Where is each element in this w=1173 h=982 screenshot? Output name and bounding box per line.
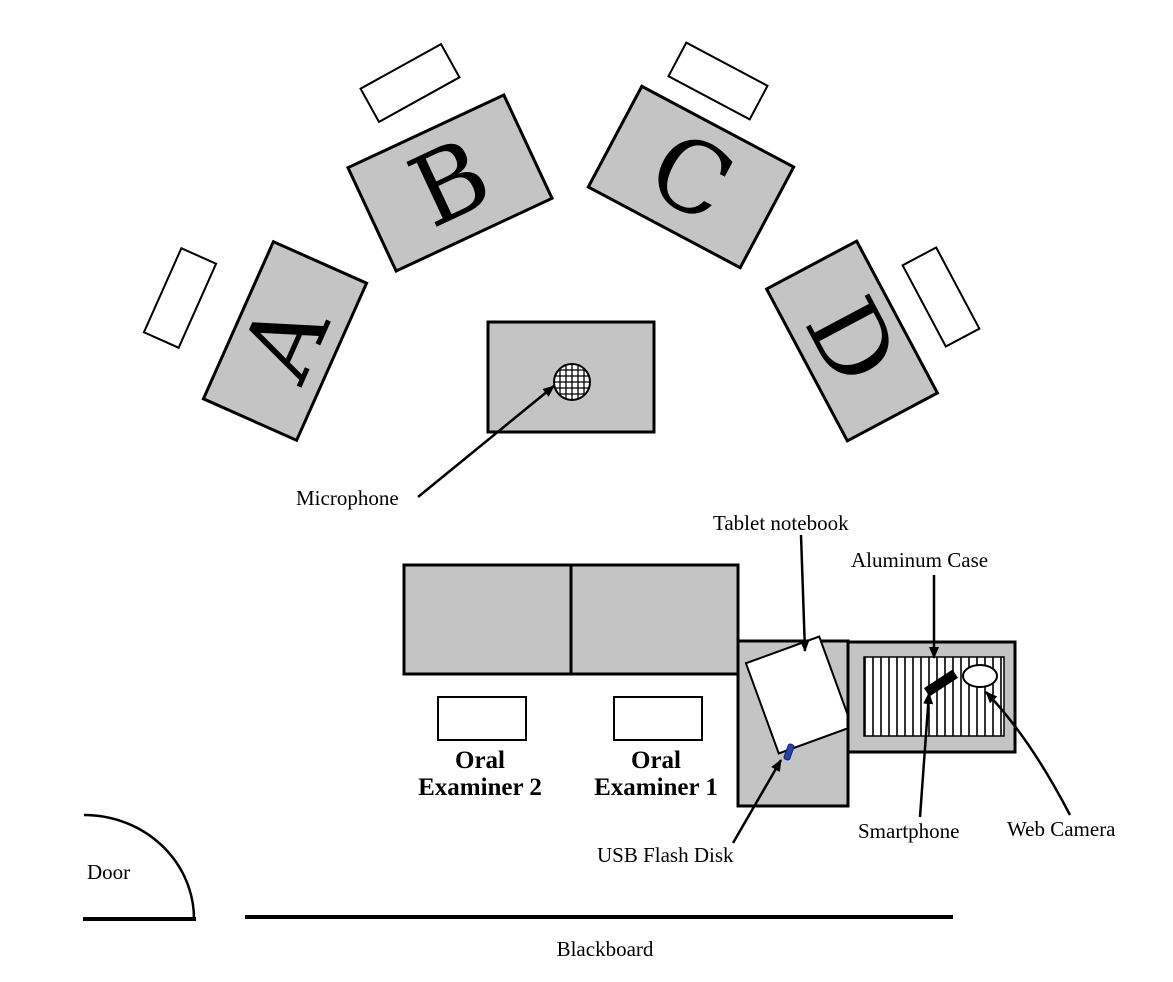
tablet-notebook-icon [744, 635, 854, 755]
microphone-arrow [417, 385, 555, 498]
smartphone-icon [924, 669, 958, 697]
web-camera-icon [962, 664, 998, 688]
student-desk-c: C [586, 84, 796, 270]
tablet-notebook-label: Tablet notebook [713, 511, 849, 535]
aluminum-case-label: Aluminum Case [851, 548, 988, 572]
examiner-1-label-line1: Oral [631, 747, 681, 774]
chair-c [667, 41, 769, 121]
microphone-label: Microphone [296, 486, 399, 510]
door-label: Door [87, 860, 130, 884]
examiner-1-chair [613, 696, 703, 741]
examiner-1-label-line2: Examiner 1 [594, 774, 718, 801]
examiner-2-chair [437, 696, 527, 741]
blackboard-label: Blackboard [557, 937, 654, 961]
chair-a [142, 246, 218, 350]
usb-arrow [731, 759, 783, 844]
microphone-icon [553, 363, 591, 401]
web-camera-label: Web Camera [1007, 817, 1116, 841]
chair-b [359, 42, 461, 124]
tablet-arrow [799, 534, 810, 652]
examiner-table-1 [569, 563, 740, 676]
student-desk-b: B [345, 93, 555, 273]
smartphone-arrow [918, 692, 934, 818]
examiner-table-2 [402, 563, 573, 676]
usb-flash-disk-icon [783, 743, 795, 761]
smartphone-label: Smartphone [858, 819, 959, 843]
student-desk-a: A [201, 239, 369, 443]
web-camera-arrow [985, 691, 1072, 816]
chair-d [901, 246, 981, 348]
examiner-2-label-line1: Oral [455, 747, 505, 774]
door-swing [83, 813, 196, 920]
examiner-2-label-line2: Examiner 2 [418, 774, 542, 801]
usb-flash-disk-label: USB Flash Disk [597, 843, 734, 867]
